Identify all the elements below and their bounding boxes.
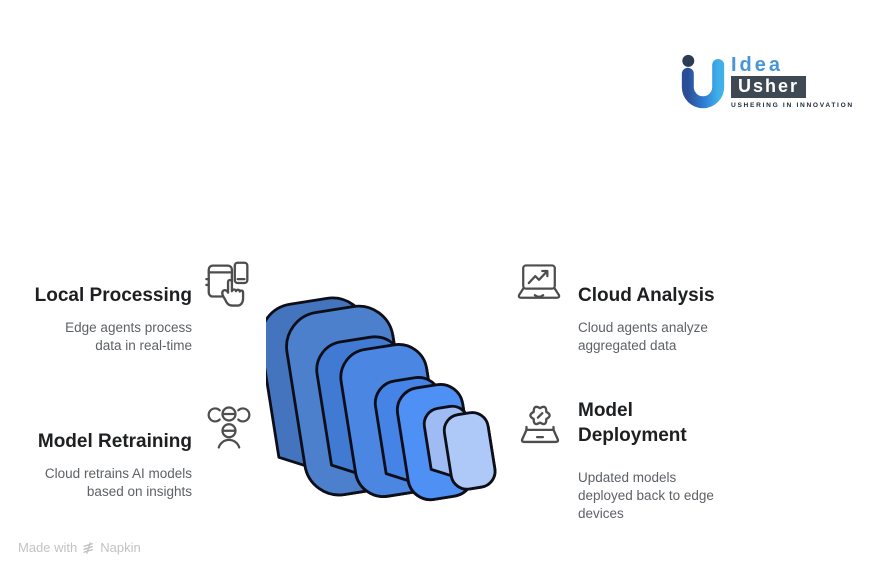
idea-usher-logo: Idea Usher USHERING IN INNOVATION bbox=[680, 50, 854, 114]
made-with-label: Made with bbox=[18, 540, 78, 555]
section-cloud-analysis: Cloud Analysis Cloud agents analyze aggr… bbox=[578, 283, 728, 355]
monogram-dot bbox=[682, 54, 695, 67]
slab-4-face bbox=[442, 411, 497, 491]
section-desc-cloud-analysis: Cloud agents analyze aggregated data bbox=[578, 320, 708, 353]
laptop-chart-icon bbox=[513, 258, 565, 310]
section-title-local-processing: Local Processing bbox=[34, 285, 192, 306]
monogram-u-shape bbox=[681, 58, 725, 109]
logo-wordmark-idea: Idea bbox=[731, 54, 784, 76]
stacked-squares-illustration bbox=[259, 282, 501, 522]
section-title-model-retraining: Model Retraining bbox=[37, 431, 192, 452]
logo-wordmark-usher: Usher bbox=[731, 76, 807, 98]
laptop-gear-icon bbox=[513, 400, 567, 454]
section-desc-local-processing: Edge agents process data in real-time bbox=[65, 320, 192, 353]
section-model-deployment: Model Deployment Updated models deployed… bbox=[578, 398, 728, 523]
logo-tagline: USHERING IN INNOVATION bbox=[731, 102, 854, 109]
section-model-retraining: Model Retraining Cloud retrains AI model… bbox=[0, 429, 192, 501]
section-desc-model-retraining: Cloud retrains AI models based on insigh… bbox=[44, 466, 192, 499]
napkin-brand-label: Napkin bbox=[100, 540, 141, 555]
section-title-model-deployment: Model Deployment bbox=[578, 400, 687, 446]
slab-group bbox=[259, 296, 497, 502]
section-title-cloud-analysis: Cloud Analysis bbox=[578, 285, 715, 306]
people-network-icon bbox=[203, 399, 255, 455]
made-with-napkin: Made with Napkin bbox=[18, 540, 141, 555]
idea-usher-monogram-icon bbox=[681, 54, 725, 109]
section-local-processing: Local Processing Edge agents process dat… bbox=[0, 283, 192, 355]
section-desc-model-deployment: Updated models deployed back to edge dev… bbox=[578, 470, 714, 521]
devices-tap-icon bbox=[202, 255, 256, 311]
napkin-mark-icon bbox=[83, 541, 94, 554]
